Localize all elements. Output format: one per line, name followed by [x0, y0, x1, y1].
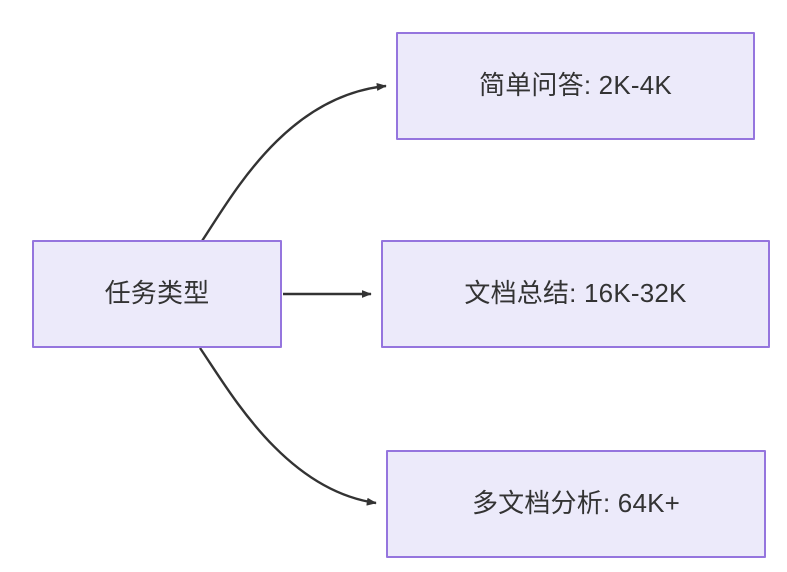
- node-multi-document-analysis[interactable]: 多文档分析: 64K+: [386, 450, 766, 558]
- node-root-task-type[interactable]: 任务类型: [32, 240, 282, 348]
- node-simple-qa[interactable]: 简单问答: 2K-4K: [396, 32, 755, 140]
- node-multi-document-analysis-label: 多文档分析: 64K+: [471, 488, 681, 519]
- node-document-summary-label: 文档总结: 16K-32K: [464, 278, 687, 309]
- node-document-summary[interactable]: 文档总结: 16K-32K: [381, 240, 770, 348]
- node-root-label: 任务类型: [104, 278, 210, 309]
- node-simple-qa-label: 简单问答: 2K-4K: [479, 70, 672, 101]
- edge-root-to-task-3: [199, 347, 377, 506]
- edge-root-to-task-1: [201, 82, 387, 242]
